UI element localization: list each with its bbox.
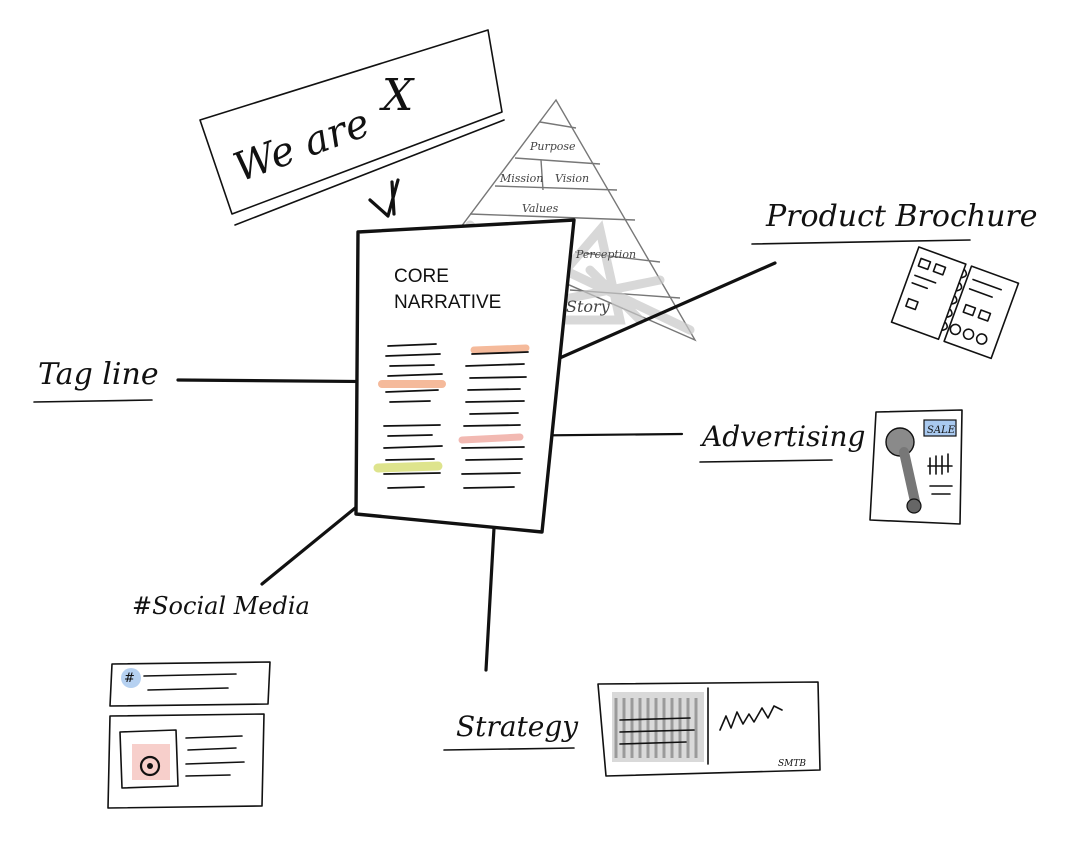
core-title-line1: CORE (394, 266, 449, 287)
banner-text: We are (228, 100, 376, 191)
pyramid-vision: Vision (555, 172, 589, 185)
strategy-corner-text: SMTB (778, 759, 806, 769)
banner-x-mark: X (379, 70, 415, 121)
brand-pyramid: Purpose Mission Vision Values Perception… (453, 98, 697, 342)
hashtag-icon: # (124, 671, 135, 686)
label-advertising: Advertising (699, 420, 865, 453)
advertising-thumbnail: SALE (869, 409, 963, 525)
connector-brochure (526, 261, 777, 374)
core-narrative-document: CORE NARRATIVE (354, 218, 576, 534)
strategy-thumbnail: SMTB (597, 681, 821, 777)
connector-strategy (484, 526, 496, 672)
label-social-media: #Social Media (132, 592, 310, 620)
label-tagline: Tag line (38, 357, 159, 392)
we-are-banner: We are X (199, 29, 505, 226)
document-text-lines (383, 343, 529, 489)
labels: Tag line Product Brochure Advertising #S… (33, 199, 1038, 751)
pyramid-values: Values (522, 202, 559, 215)
social-media-thumbnails: # (107, 661, 271, 809)
pyramid-story: Story (566, 297, 611, 316)
brochure-thumbnail (890, 246, 1020, 360)
sale-badge-text: SALE (927, 425, 956, 436)
label-strategy: Strategy (456, 710, 579, 743)
checkmark-icon (368, 178, 400, 218)
core-title-line2: NARRATIVE (394, 292, 501, 313)
label-product-brochure: Product Brochure (765, 199, 1038, 234)
sale-badge (923, 419, 957, 437)
pyramid-perception: Perception (575, 248, 636, 261)
pyramid-purpose: Purpose (529, 140, 576, 153)
pyramid-mission: Mission (499, 172, 543, 185)
